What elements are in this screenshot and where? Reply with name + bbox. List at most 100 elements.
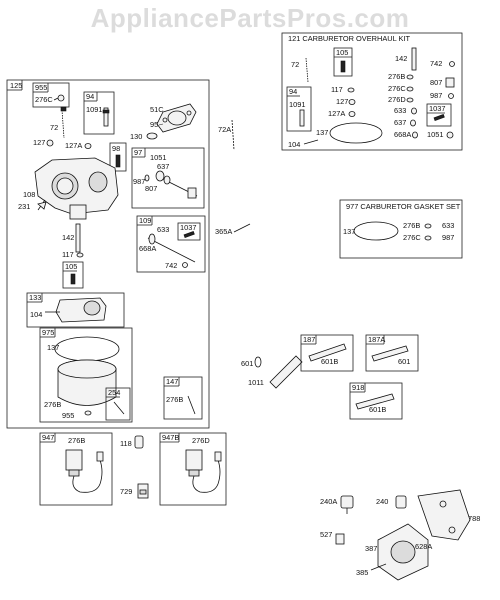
label-105-main: 105 [65, 262, 77, 271]
label-1091-a: 1091 [86, 105, 102, 114]
kit-label-1051: 1051 [427, 130, 443, 139]
kit-label-105: 105 [336, 48, 348, 57]
label-975: 975 [42, 328, 54, 337]
label-104-main: 104 [30, 310, 42, 319]
label-95: 95 [150, 120, 158, 129]
gasket-label-633: 633 [442, 221, 454, 230]
screw-72: 72 [50, 106, 67, 139]
kit-label-94: 94 [289, 87, 297, 96]
hose-1011: 1011 [248, 355, 303, 389]
rod-72a: 72A [218, 119, 235, 151]
kit-label-276c: 276C [388, 84, 406, 93]
label-117-main: 117 [62, 250, 74, 259]
part-98: 98 [109, 142, 127, 172]
overhaul-kit-121-box: 121 CARBURETOR OVERHAUL KIT 72 105 142 7… [281, 32, 463, 151]
label-947: 947 [42, 433, 54, 442]
label-118: 118 [120, 439, 132, 448]
part-118: 118 [120, 435, 144, 449]
kit-label-137: 137 [316, 128, 328, 137]
label-109: 109 [139, 216, 151, 225]
label-142-main: 142 [62, 233, 74, 242]
gasket-label-987: 987 [442, 233, 454, 242]
kit-label-142: 142 [395, 54, 407, 63]
label-527: 527 [320, 530, 332, 539]
label-276b-147: 276B [166, 395, 183, 404]
fuel-pump-387: 387 628A [365, 523, 432, 581]
label-742-main: 742 [165, 261, 177, 270]
bracket-788: 788 [417, 489, 480, 541]
parts-127: 127 127A [33, 138, 92, 150]
fitting-527: 527 [320, 530, 345, 545]
label-51c: 51C [150, 105, 164, 114]
label-385: 385 [356, 568, 368, 577]
hose-assembly-918: 918 601B [349, 382, 403, 420]
label-231: 231 [18, 202, 30, 211]
label-365a: 365A [215, 227, 232, 236]
label-987-main: 987 [133, 177, 145, 186]
label-187: 187 [303, 335, 315, 344]
hose-assembly-187a: 187A 601 [365, 334, 419, 372]
label-108: 108 [23, 190, 35, 199]
label-918: 918 [352, 383, 364, 392]
screw-365a: 365A [215, 223, 251, 236]
kit-label-104: 104 [288, 140, 300, 149]
label-601: 601 [241, 359, 253, 368]
label-729: 729 [120, 487, 132, 496]
subassembly-947-box: 947 276B [39, 432, 113, 506]
label-147: 147 [166, 377, 178, 386]
kit-label-1037: 1037 [429, 104, 445, 113]
gasket-label-137: 137 [343, 227, 355, 236]
fuel-filter-240a: 240A [320, 495, 354, 514]
label-601-187a: 601 [398, 357, 410, 366]
label-187a: 187A [368, 335, 385, 344]
kit-label-637: 637 [394, 118, 406, 127]
kit-label-633: 633 [394, 106, 406, 115]
subassembly-147-box: 147 276B [163, 376, 203, 420]
label-276b-947: 276B [68, 436, 85, 445]
label-72a: 72A [218, 125, 231, 134]
kit-label-127a: 127A [328, 109, 345, 118]
kit-label-72: 72 [291, 60, 299, 69]
part-729: 729 [120, 483, 149, 499]
label-97: 97 [134, 148, 142, 157]
label-807-main: 807 [145, 184, 157, 193]
label-1051-main: 1051 [150, 153, 166, 162]
gasket-set-977-box: 977 CARBURETOR GASKET SET 137 276B 633 2… [339, 199, 463, 259]
label-633-main: 633 [157, 225, 169, 234]
parts-142-117: 142 117 [62, 223, 84, 259]
subassembly-94-box: 94 1091 [83, 91, 115, 135]
label-668a-main: 668A [139, 244, 156, 253]
label-98: 98 [112, 144, 120, 153]
label-276d-947b: 276D [192, 436, 210, 445]
label-127a-main: 127A [65, 141, 82, 150]
kit-label-127: 127 [336, 97, 348, 106]
label-628a: 628A [415, 542, 432, 551]
label-601b-918: 601B [369, 405, 386, 414]
assembly-125-frame: 125 [6, 79, 210, 429]
gasket-label-276b: 276B [403, 221, 420, 230]
label-1037-main: 1037 [180, 223, 196, 232]
subassembly-955-box: 955 276C [32, 82, 70, 108]
label-72-main: 72 [50, 123, 58, 132]
subassembly-975-box: 975 137 276B 955 254 [39, 327, 133, 423]
label-133: 133 [29, 293, 41, 302]
label-276b-main: 276B [44, 400, 61, 409]
label-387: 387 [365, 544, 377, 553]
subassembly-133-box: 133 104 [26, 292, 125, 328]
label-240: 240 [376, 497, 388, 506]
label-94-a: 94 [86, 92, 94, 101]
clamp-601: 601 [241, 356, 262, 368]
label-637-main: 637 [157, 162, 169, 171]
gasket-set-title: 977 CARBURETOR GASKET SET [346, 202, 461, 211]
screw-385: 385 [356, 563, 387, 577]
watermark-text: AppliancePartsPros.com [91, 3, 410, 33]
label-125: 125 [10, 81, 22, 90]
label-254: 254 [108, 388, 120, 397]
label-1011: 1011 [248, 378, 264, 387]
label-601b-187: 601B [321, 357, 338, 366]
label-127-main: 127 [33, 138, 45, 147]
label-276c-a: 276C [35, 95, 53, 104]
gasket-label-276c: 276C [403, 233, 421, 242]
overhaul-kit-title: 121 CARBURETOR OVERHAUL KIT [288, 34, 410, 43]
